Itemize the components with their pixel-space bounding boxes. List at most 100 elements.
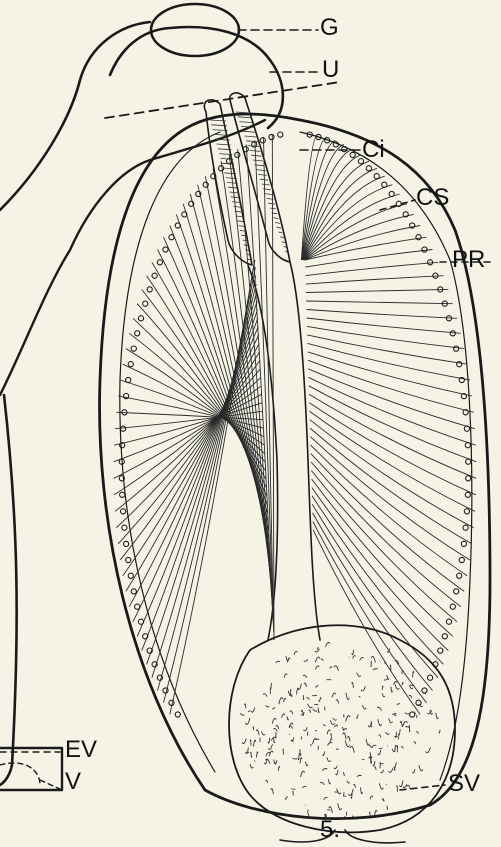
lens-mark [276,726,279,729]
lens-mark [294,651,297,654]
lens-mark [377,707,381,710]
nucleus-dot [126,557,131,562]
nucleus-dot [124,541,129,546]
lens-mark [413,769,415,773]
lens-mark [291,789,295,790]
lens-mark [348,789,353,795]
lens-mark [378,719,382,725]
lens-mark [285,796,288,799]
lens-mark [256,752,258,758]
lens-mark [405,713,410,714]
nucleus-dot [138,619,143,624]
lens-mark [398,729,400,735]
nucleus-dot [428,675,433,680]
lens-mark [298,684,301,689]
lens-mark [342,727,344,730]
cilium-hatch [280,237,284,238]
lens-mark [307,698,310,700]
nucleus-dot [163,247,168,252]
photoreceptor-ray [170,226,269,530]
photoreceptor-ray [309,377,476,445]
nucleus-dot [147,287,152,292]
lens-mark [278,766,279,770]
lens-mark [334,766,337,769]
cilium-hatch [243,131,255,132]
lens-mark [298,753,299,760]
lens-mark [253,727,254,731]
lens-mark [413,671,414,677]
nucleus-dot [428,260,433,265]
lens-mark [382,693,385,696]
lens-mark [304,659,308,661]
photoreceptor-ray [152,276,256,678]
lens-mark [304,683,307,687]
cilium-hatch [265,194,272,195]
nucleus-dot [121,509,126,514]
photoreceptor-ray [308,360,474,412]
photoreceptor-ray [306,301,453,304]
nucleus-dot [157,675,162,680]
figure-number: 5. [320,818,340,842]
lens-mark [291,738,294,741]
lens-mark [379,735,381,738]
nucleus-dot [446,619,451,624]
lens-mark [240,713,244,715]
lens-mark [352,650,354,655]
nucleus-dot [464,509,469,514]
lens-mark [343,792,344,796]
cilium-hatch [275,222,280,223]
label-SV: SV [448,772,480,796]
lens-mark [347,781,350,783]
lens-mark [300,758,302,764]
nucleus-dot [374,174,379,179]
lens-mark [381,770,384,773]
lens-mark [357,673,361,677]
lens-mark [292,758,297,759]
lens-mark [361,686,365,691]
lens-mark [242,739,246,744]
nucleus-dot [138,316,143,321]
lens-mark [250,740,251,746]
nucleus-dot [454,346,459,351]
lens-mark [336,770,338,775]
lens-mark [330,720,335,724]
lens-mark [356,714,358,718]
cilium-hatch [268,203,274,204]
lens-mark [353,656,356,659]
nucleus-dot [131,346,136,351]
nucleus-dot [457,362,462,367]
lens-mark [305,761,308,765]
photoreceptor-ray [311,462,461,607]
lens-mark [309,710,311,713]
cilium-hatch [236,112,250,113]
lens-mark [373,761,375,766]
photoreceptor-ray [313,513,433,691]
lens-mark [327,757,331,761]
lens-mark [273,728,277,731]
lens-mark [379,783,383,789]
nucleus-dot [135,331,140,336]
lens-mark [245,704,246,708]
nucleus-dot [382,182,387,187]
lens-mark [269,751,273,756]
lens-mark [303,727,307,730]
lens-mark [348,736,351,741]
lens-mark [310,744,311,746]
nucleus-dot [442,634,447,639]
lens-mark [271,683,272,689]
nucleus-dot [128,573,133,578]
lens-mark [313,709,317,712]
cilium-hatch [260,179,268,180]
lens-mark [255,760,256,761]
lens-mark [336,700,339,704]
lens-mark [318,708,319,713]
lens-mark [345,740,349,746]
cilium-hatch [238,117,252,118]
cilium-hatch [262,184,270,185]
nucleus-dot [219,166,224,171]
lens-mark [362,705,366,709]
label-G: G [320,16,339,40]
photoreceptor-ray [309,386,476,462]
lens-mark [279,698,283,705]
